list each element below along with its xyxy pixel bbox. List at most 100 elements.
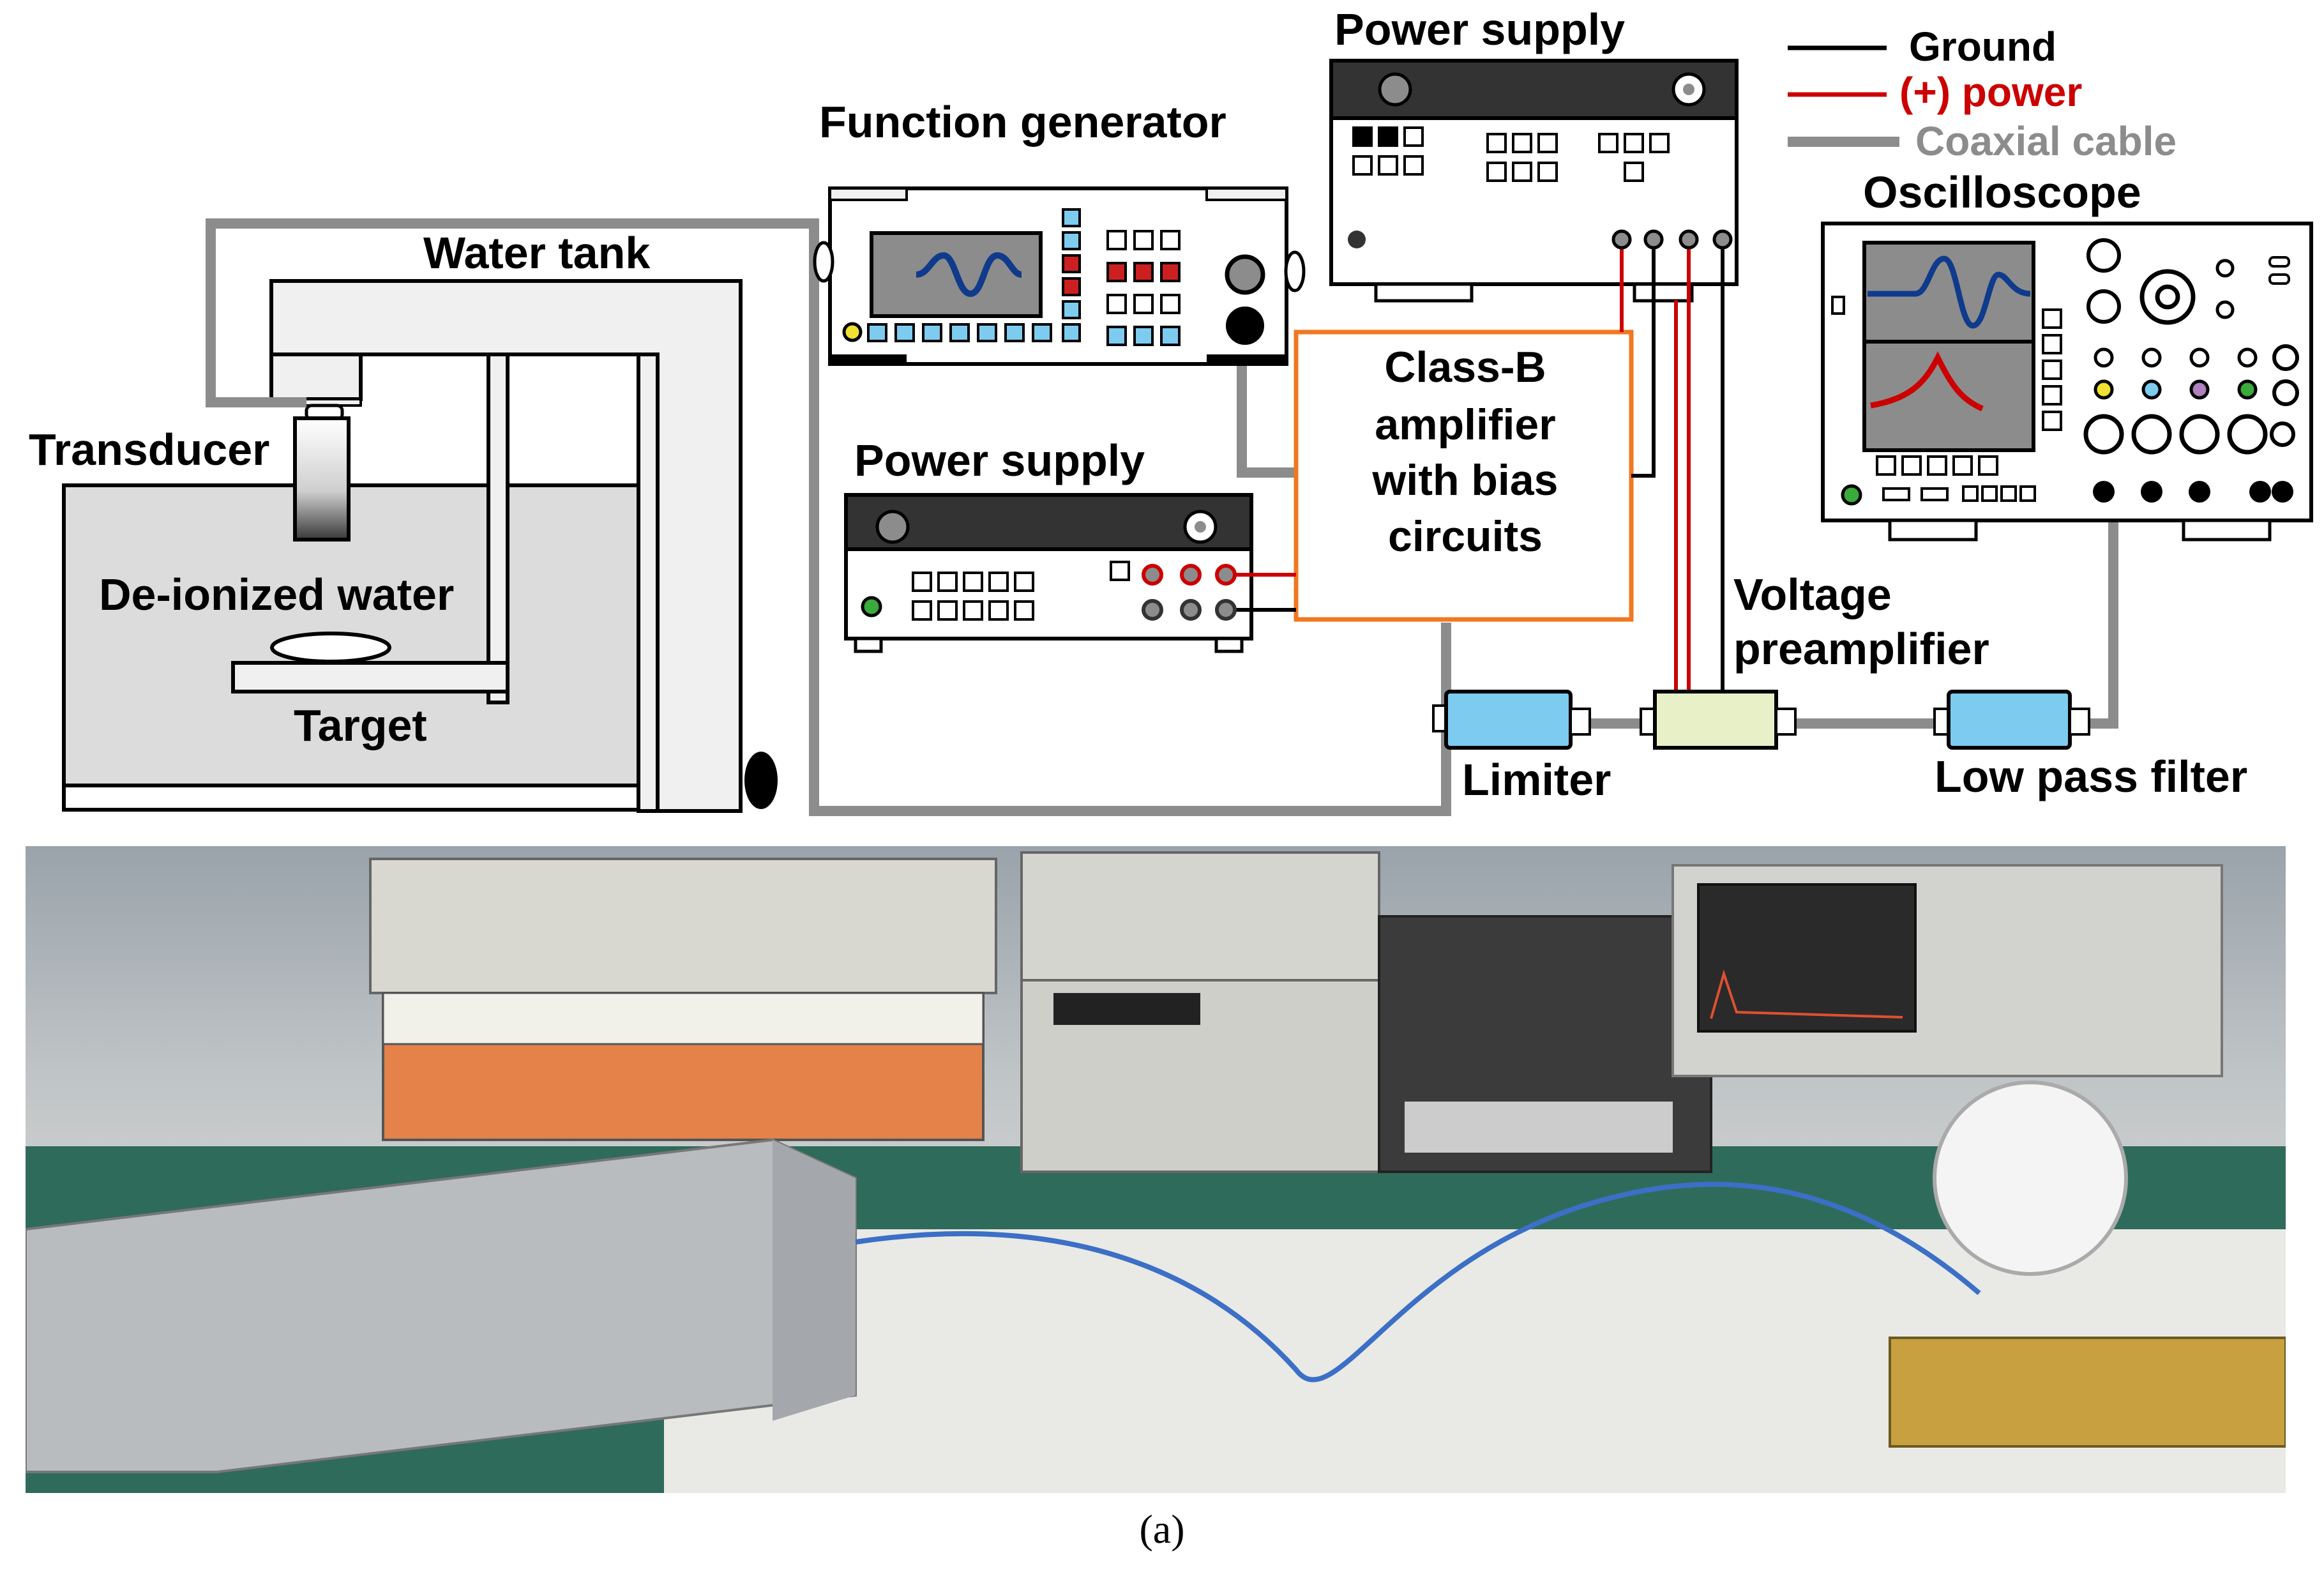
fg-knobs <box>1225 254 1265 345</box>
panel-knob <box>2083 414 2124 455</box>
amplifier-box <box>1294 330 1634 622</box>
label-power-supply-mid: Power supply <box>854 436 1145 485</box>
panel-button <box>1106 326 1127 346</box>
panel-button <box>1901 455 1922 476</box>
panel-button <box>2042 334 2062 354</box>
panel-button <box>1160 326 1181 346</box>
sine-wave-icon <box>916 252 1023 298</box>
panel-button <box>894 323 915 342</box>
panel-knob <box>2141 379 2162 400</box>
panel-button <box>1978 455 1998 476</box>
setup-diagram: Ground (+) power Coaxial cable Power sup… <box>29 4 2313 816</box>
panel-button <box>1952 455 1973 476</box>
panel-button <box>1133 294 1154 314</box>
power-supply-top <box>1329 59 1739 303</box>
photo-sketch <box>26 851 2286 1493</box>
panel-button <box>867 323 887 342</box>
panel-knob <box>2272 344 2299 371</box>
panel-button <box>1062 277 1081 296</box>
panel-button <box>1927 455 1947 476</box>
panel-button <box>1598 133 1618 153</box>
panel-button <box>922 323 942 342</box>
label-voltage-preamp-line1: Voltage <box>1733 570 1892 619</box>
fg-button-grid <box>1062 208 1181 346</box>
panel-button <box>988 572 1009 592</box>
panel-button <box>1403 126 1424 147</box>
osc-knobs <box>2094 344 2299 406</box>
panel-knob <box>2179 414 2220 455</box>
figure-caption: (a) <box>1139 1506 1185 1552</box>
panel-button <box>1133 230 1154 250</box>
low-pass-filter <box>1933 690 2090 750</box>
water-tank <box>62 279 778 813</box>
legend-power-label: (+) power <box>1899 69 2082 115</box>
label-water-tank: Water tank <box>423 228 650 278</box>
voltage-preamplifier <box>1640 690 1797 750</box>
label-deionized-water: De-ionized water <box>99 570 454 619</box>
panel-button <box>1624 162 1644 182</box>
panel-button <box>1160 230 1181 250</box>
panel-knob <box>2094 379 2114 400</box>
panel-button <box>1014 572 1034 592</box>
setup-photo <box>26 846 2286 1493</box>
panel-button <box>1062 254 1081 273</box>
panel-button <box>1352 126 1373 147</box>
label-amplifier-line2: amplifier <box>1375 400 1555 449</box>
panel-button <box>1486 162 1507 182</box>
ps-top-buttons <box>1352 126 1670 182</box>
panel-button <box>1649 133 1670 153</box>
panel-button <box>1512 133 1532 153</box>
panel-knob <box>2131 414 2172 455</box>
panel-knob <box>2141 347 2162 368</box>
label-limiter: Limiter <box>1462 755 1611 805</box>
label-amplifier-line1: Class-B <box>1384 343 1546 391</box>
panel-button <box>1110 561 1130 581</box>
osc-side-buttons <box>2042 308 2062 431</box>
panel-button <box>1403 155 1424 176</box>
panel-button <box>949 323 970 342</box>
label-target: Target <box>294 701 427 750</box>
panel-button <box>937 572 958 592</box>
panel-button <box>1133 262 1154 282</box>
panel-button <box>2042 411 2062 431</box>
spectrum-peak-icon <box>1870 351 1984 412</box>
panel-button <box>1160 262 1181 282</box>
ps-top-terminals <box>1611 229 1733 250</box>
panel-button <box>912 600 932 621</box>
panel-button <box>1062 300 1081 319</box>
panel-button <box>977 323 997 342</box>
panel-button <box>2019 485 2036 502</box>
label-amplifier-line4: circuits <box>1388 512 1543 561</box>
panel-button <box>1486 133 1507 153</box>
panel-button <box>963 600 983 621</box>
label-amplifier-line3: with bias <box>1372 456 1558 504</box>
osc-large-knobs <box>2083 414 2295 455</box>
label-oscilloscope: Oscilloscope <box>1863 167 2141 217</box>
panel-button <box>2042 308 2062 329</box>
panel-knob <box>2189 379 2210 400</box>
panel-button <box>1062 231 1081 250</box>
panel-button <box>1537 162 1558 182</box>
panel-knob <box>2272 379 2299 406</box>
label-voltage-preamp-line2: preamplifier <box>1733 624 1989 674</box>
panel-knob <box>2227 414 2268 455</box>
power-ground-wires <box>1226 239 1724 692</box>
label-transducer: Transducer <box>29 425 269 474</box>
panel-button <box>1981 485 1998 502</box>
ps-mid-buttons <box>912 561 1130 621</box>
panel-button <box>1106 294 1127 314</box>
panel-button <box>1004 323 1025 342</box>
panel-knob <box>2237 347 2258 368</box>
panel-button <box>1352 155 1373 176</box>
panel-button <box>2042 360 2062 380</box>
label-function-generator: Function generator <box>819 97 1226 147</box>
panel-button <box>1133 326 1154 346</box>
panel-button <box>1160 294 1181 314</box>
transducer <box>293 404 351 542</box>
panel-knob <box>2189 347 2210 368</box>
panel-button <box>1962 485 1979 502</box>
panel-button <box>1014 600 1034 621</box>
panel-button <box>1512 162 1532 182</box>
panel-button <box>988 600 1009 621</box>
panel-button <box>1537 133 1558 153</box>
